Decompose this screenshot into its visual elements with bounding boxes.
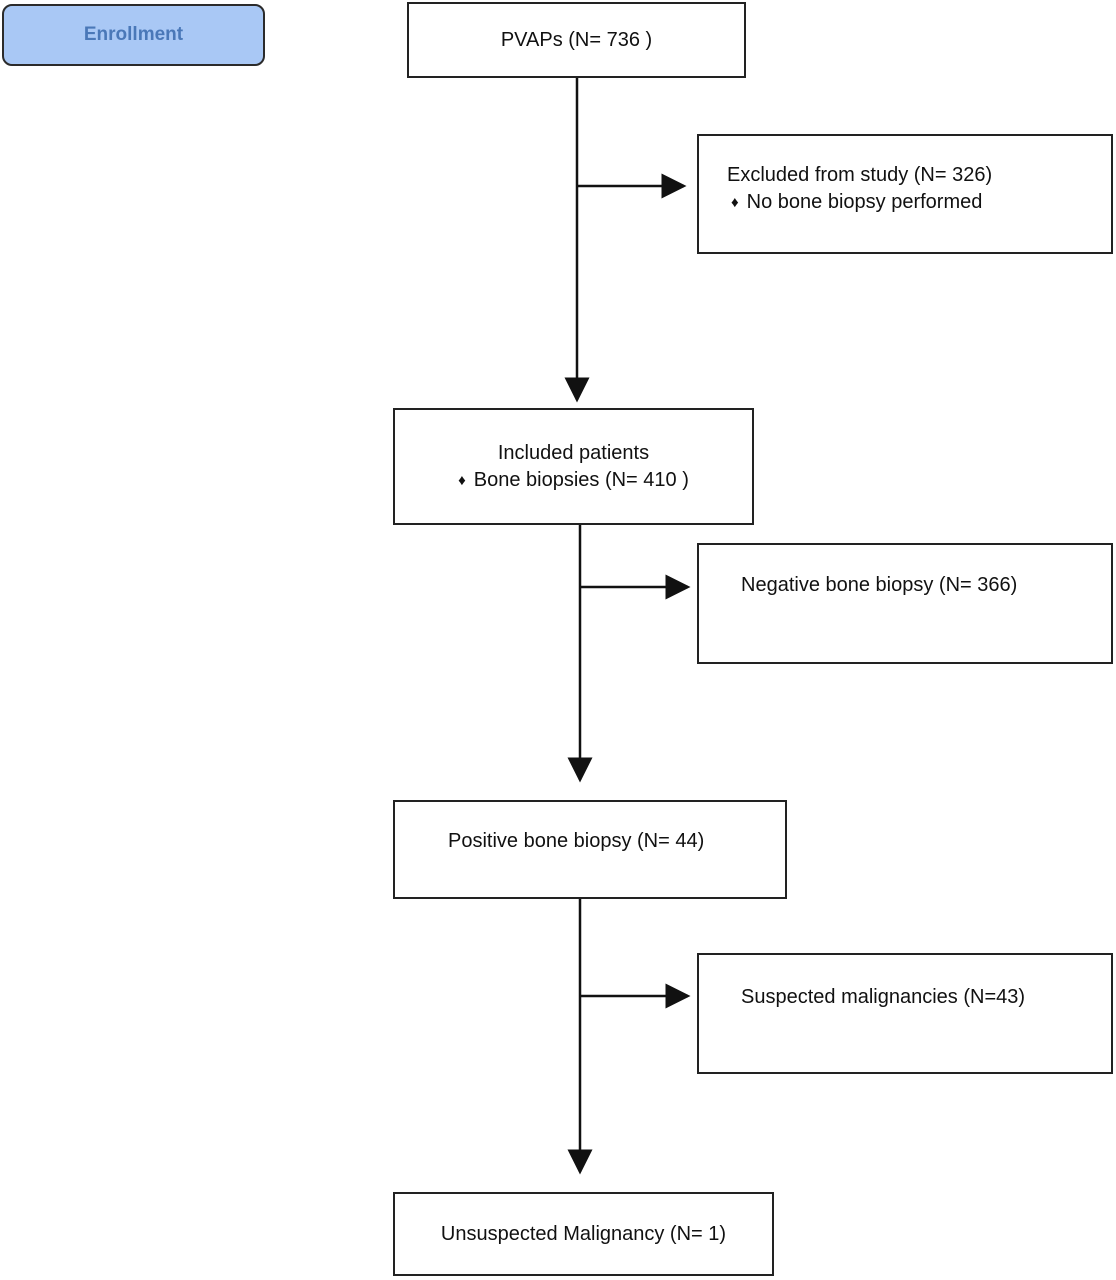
negative-text: Negative bone biopsy (N= 366) bbox=[741, 574, 1018, 596]
box-excluded: Excluded from study (N= 326) ♦ No bone bi… bbox=[697, 134, 1113, 254]
total-pvaps-text: PVAPs (N= 736 ) bbox=[500, 28, 653, 51]
positive-text: Positive bone biopsy (N= 44) bbox=[448, 830, 705, 852]
box-positive: Positive bone biopsy (N= 44) bbox=[393, 800, 787, 899]
excluded-title: Excluded from study (N= 326) bbox=[727, 164, 993, 186]
excluded-item-text: No bone biopsy performed bbox=[746, 191, 983, 213]
box-unsuspected: Unsuspected Malignancy (N= 1) bbox=[393, 1192, 774, 1276]
box-negative: Negative bone biopsy (N= 366) bbox=[697, 543, 1113, 664]
box-total-pvaps: PVAPs (N= 736 ) bbox=[407, 2, 746, 78]
box-included: Included patients ♦ Bone biopsies (N= 410… bbox=[393, 408, 754, 525]
suspected-text: Suspected malignancies (N=43) bbox=[741, 986, 1026, 1008]
included-item: ♦ Bone biopsies (N= 410 ) bbox=[458, 467, 689, 494]
bullet-icon: ♦ bbox=[458, 471, 466, 489]
enrollment-stage-text: Enrollment bbox=[83, 24, 184, 45]
included-item-text: Bone biopsies (N= 410 ) bbox=[473, 468, 689, 491]
enrollment-stage-label: Enrollment bbox=[2, 4, 265, 66]
excluded-item: ♦ No bone biopsy performed bbox=[727, 189, 1111, 216]
unsuspected-text: Unsuspected Malignancy (N= 1) bbox=[440, 1222, 727, 1245]
box-suspected: Suspected malignancies (N=43) bbox=[697, 953, 1113, 1074]
included-title: Included patients bbox=[497, 441, 650, 464]
bullet-icon: ♦ bbox=[731, 194, 739, 211]
